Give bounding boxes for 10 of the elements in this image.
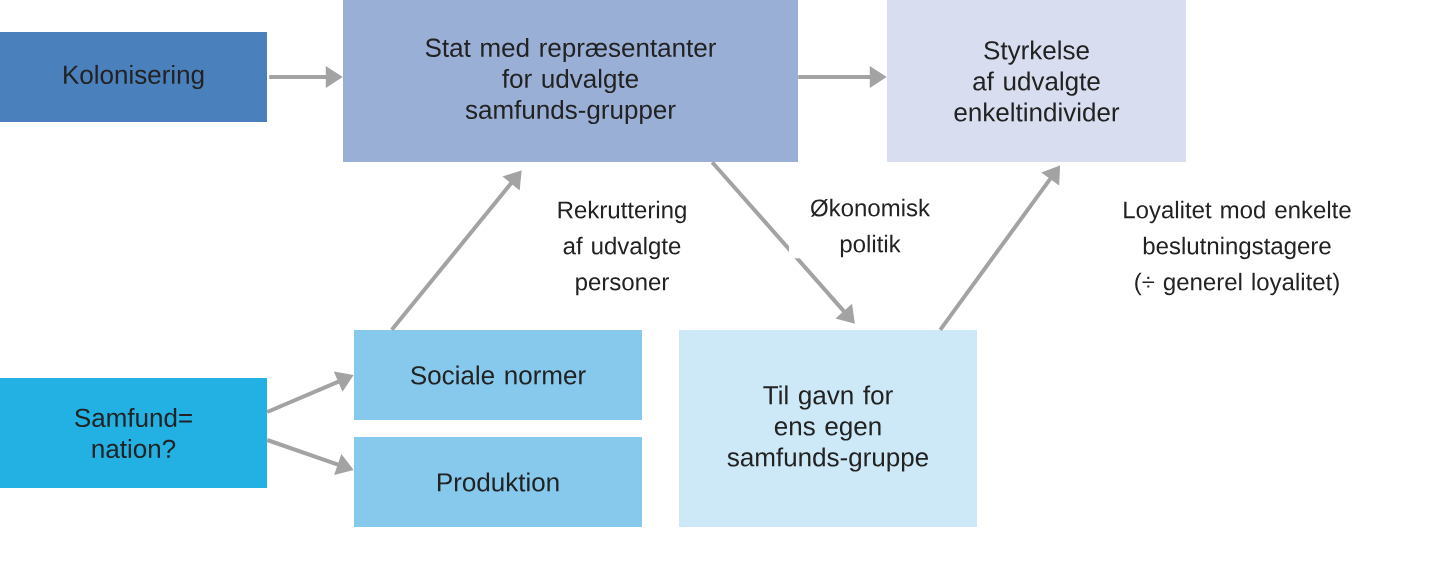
process-box: Til gavn for ens egen samfunds-gruppe	[679, 330, 977, 527]
process-box: Styrkelse af udvalgte enkeltindivider	[887, 0, 1186, 162]
process-box: Sociale normer	[354, 330, 642, 420]
edge-label: Loyalitet mod enkelte beslutningstagere (÷ generel loyalitet)	[1102, 199, 1372, 297]
process-box: Samfund= nation?	[0, 378, 267, 488]
process-box: Kolonisering	[0, 32, 267, 122]
process-box: Produktion	[354, 437, 642, 527]
process-box: Stat med repræsentanter for udvalgte samfunds-grupper	[343, 0, 798, 162]
edge-label: Rekruttering af udvalgte personer	[538, 199, 706, 297]
edge-label: Økonomisk politik	[789, 197, 951, 259]
